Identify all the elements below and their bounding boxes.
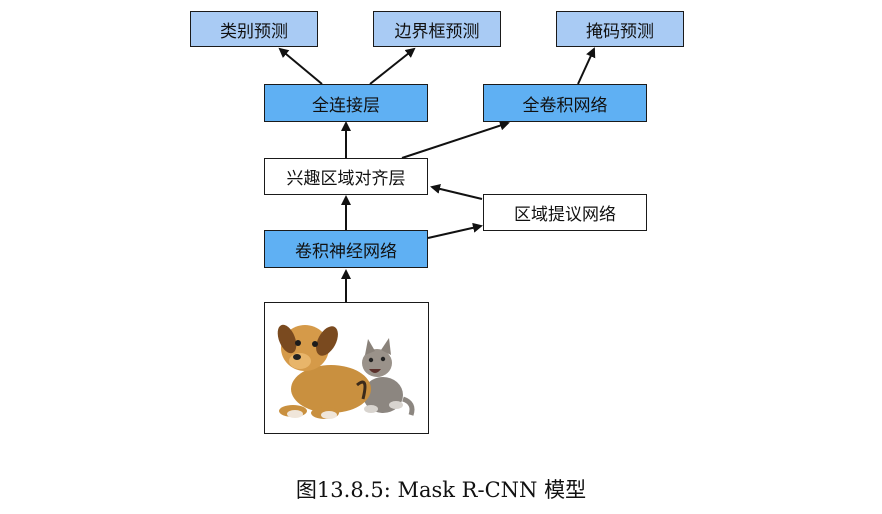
roi-align-layer-box: 兴趣区域对齐层	[264, 158, 428, 195]
input-image	[264, 302, 429, 434]
cnn-box: 卷积神经网络	[264, 230, 428, 268]
arrow-fc-to-bbox	[369, 47, 416, 85]
arrow-fc-to-class	[278, 47, 323, 85]
fully-convolutional-network-box: 全卷积网络	[483, 84, 647, 122]
fully-connected-layer-label: 全连接层	[312, 95, 380, 116]
bbox-prediction-box: 边界框预测	[373, 11, 501, 47]
arrow-fcn-to-mask	[577, 47, 596, 85]
puppy-kitten-illustration	[277, 324, 415, 419]
class-prediction-label: 类别预测	[220, 21, 288, 42]
class-prediction-box: 类别预测	[190, 11, 318, 47]
mask-prediction-label: 掩码预测	[586, 21, 654, 42]
fully-convolutional-network-label: 全卷积网络	[522, 95, 608, 116]
mask-prediction-box: 掩码预测	[556, 11, 684, 47]
arrow-roi-to-fcn	[401, 120, 510, 159]
arrow-cnn-to-rpn	[427, 222, 483, 239]
bbox-prediction-label: 边界框预测	[394, 21, 480, 42]
region-proposal-network-box: 区域提议网络	[483, 194, 647, 231]
arrow-rpn-to-roi	[430, 184, 483, 200]
cnn-label: 卷积神经网络	[295, 241, 397, 262]
fully-connected-layer-box: 全连接层	[264, 84, 428, 122]
region-proposal-network-label: 区域提议网络	[514, 205, 616, 225]
roi-align-layer-label: 兴趣区域对齐层	[286, 169, 406, 189]
figure-caption: 图13.8.5: Mask R-CNN 模型	[295, 478, 587, 502]
